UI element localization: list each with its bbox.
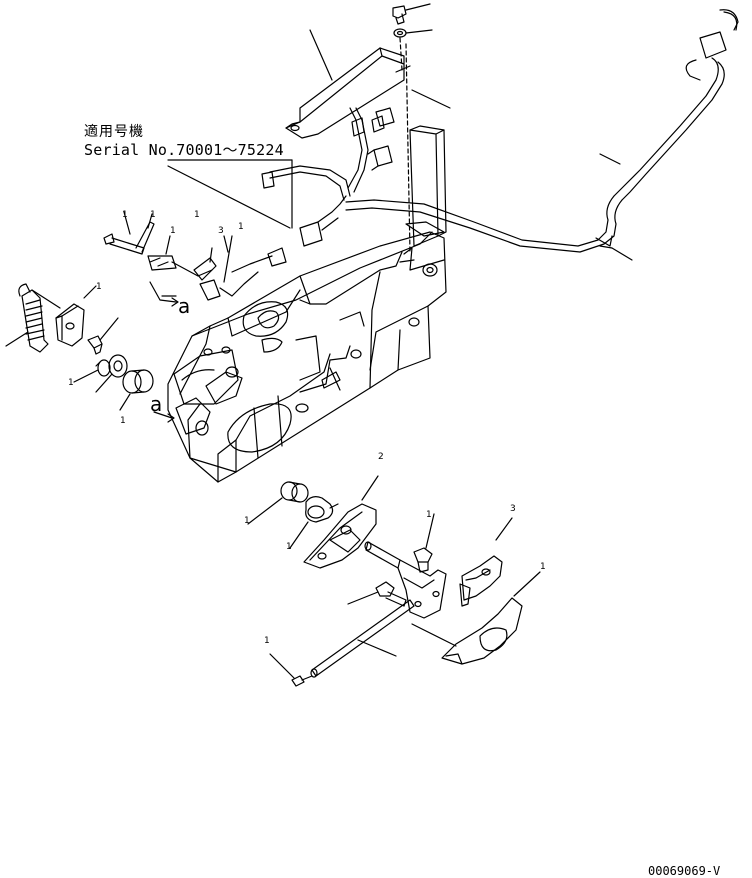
bushing-left [120, 370, 153, 410]
snap-ring [74, 360, 110, 382]
harness-small-branches [232, 108, 394, 272]
stopper-block [56, 286, 96, 346]
callout-number: 1 [540, 562, 546, 572]
bushing-lower [248, 482, 308, 524]
cam-plate [304, 476, 378, 568]
small-screw [270, 654, 312, 686]
applicability-label: 適用号機 [84, 124, 144, 140]
console-frame [168, 126, 446, 482]
callout-number: 1 [96, 282, 102, 292]
callout-number: 1 [426, 510, 432, 520]
callout-number: 1 [286, 542, 292, 552]
view-a-pointers [150, 282, 178, 422]
pivot-collar [290, 497, 338, 548]
washer-left [96, 355, 127, 392]
upper-cover-bracket [286, 48, 410, 138]
callout-number: 1 [122, 210, 128, 220]
view-marker-lower: a [150, 392, 163, 416]
callout-number: 1 [170, 226, 176, 236]
spring [6, 284, 60, 352]
callout-number: 3 [218, 226, 224, 236]
top-washer [394, 29, 432, 37]
callout-number: 2 [378, 452, 384, 462]
callout-number: 1 [150, 210, 156, 220]
serial-range-label: Serial No.70001～75224 [84, 141, 284, 159]
bolt-mid [414, 514, 434, 572]
view-marker-upper: a [178, 294, 191, 318]
callout-number: 1 [68, 378, 74, 388]
note-bracket [168, 160, 292, 228]
bracket-3 [460, 518, 512, 606]
callout-number: 1 [238, 222, 244, 232]
long-shaft [311, 600, 414, 677]
upper-left-parts [104, 212, 258, 300]
document-id: 00069069-V [648, 864, 721, 878]
callout-number: 1 [244, 516, 250, 526]
shaft-lever [365, 542, 456, 646]
callout-number: 1 [194, 210, 200, 220]
bracket-1 [442, 572, 540, 664]
callout-number: 1 [264, 636, 270, 646]
small-bolt-left [88, 318, 118, 354]
callout-number: 3 [510, 504, 516, 514]
top-bolt [393, 4, 430, 24]
wire-harness [346, 10, 738, 260]
callout-number: 1 [120, 416, 126, 426]
